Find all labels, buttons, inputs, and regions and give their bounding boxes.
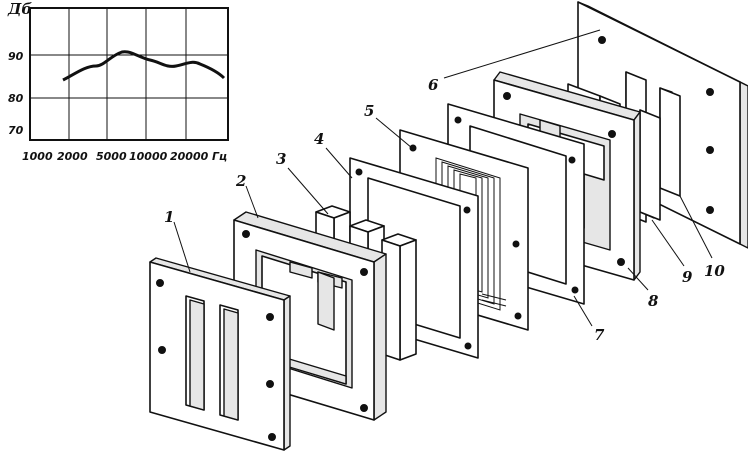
y-axis-label: Дб bbox=[7, 0, 32, 18]
x-tick-1000: 1000 bbox=[22, 150, 53, 163]
label-part-8: 8 bbox=[648, 292, 659, 310]
label-part-2: 2 bbox=[235, 172, 246, 190]
label-part-5: 5 bbox=[364, 102, 374, 120]
y-tick-70: 70 bbox=[8, 124, 24, 137]
label-part-9: 9 bbox=[682, 268, 693, 286]
label-part-6: 6 bbox=[428, 76, 439, 94]
label-part-3: 3 bbox=[276, 150, 286, 168]
label-part-10: 10 bbox=[704, 262, 725, 280]
y-tick-80: 80 bbox=[8, 92, 24, 105]
frequency-response-chart: Дб 90 80 70 1000 2000 5000 10000 20000 Г… bbox=[7, 0, 229, 163]
y-tick-90: 90 bbox=[8, 50, 24, 63]
chart-frame bbox=[29, 7, 229, 141]
label-part-7: 7 bbox=[594, 326, 605, 344]
x-tick-5000: 5000 bbox=[96, 150, 127, 163]
response-curve bbox=[62, 50, 226, 82]
x-unit-label: Гц bbox=[212, 150, 227, 163]
label-part-1: 1 bbox=[164, 208, 174, 226]
x-tick-10000: 10000 bbox=[129, 150, 168, 163]
x-tick-2000: 2000 bbox=[57, 150, 88, 163]
label-part-4: 4 bbox=[314, 130, 324, 148]
leader-lines bbox=[173, 29, 713, 327]
part-1-front-plate bbox=[149, 257, 291, 451]
x-tick-20000: 20000 bbox=[170, 150, 209, 163]
